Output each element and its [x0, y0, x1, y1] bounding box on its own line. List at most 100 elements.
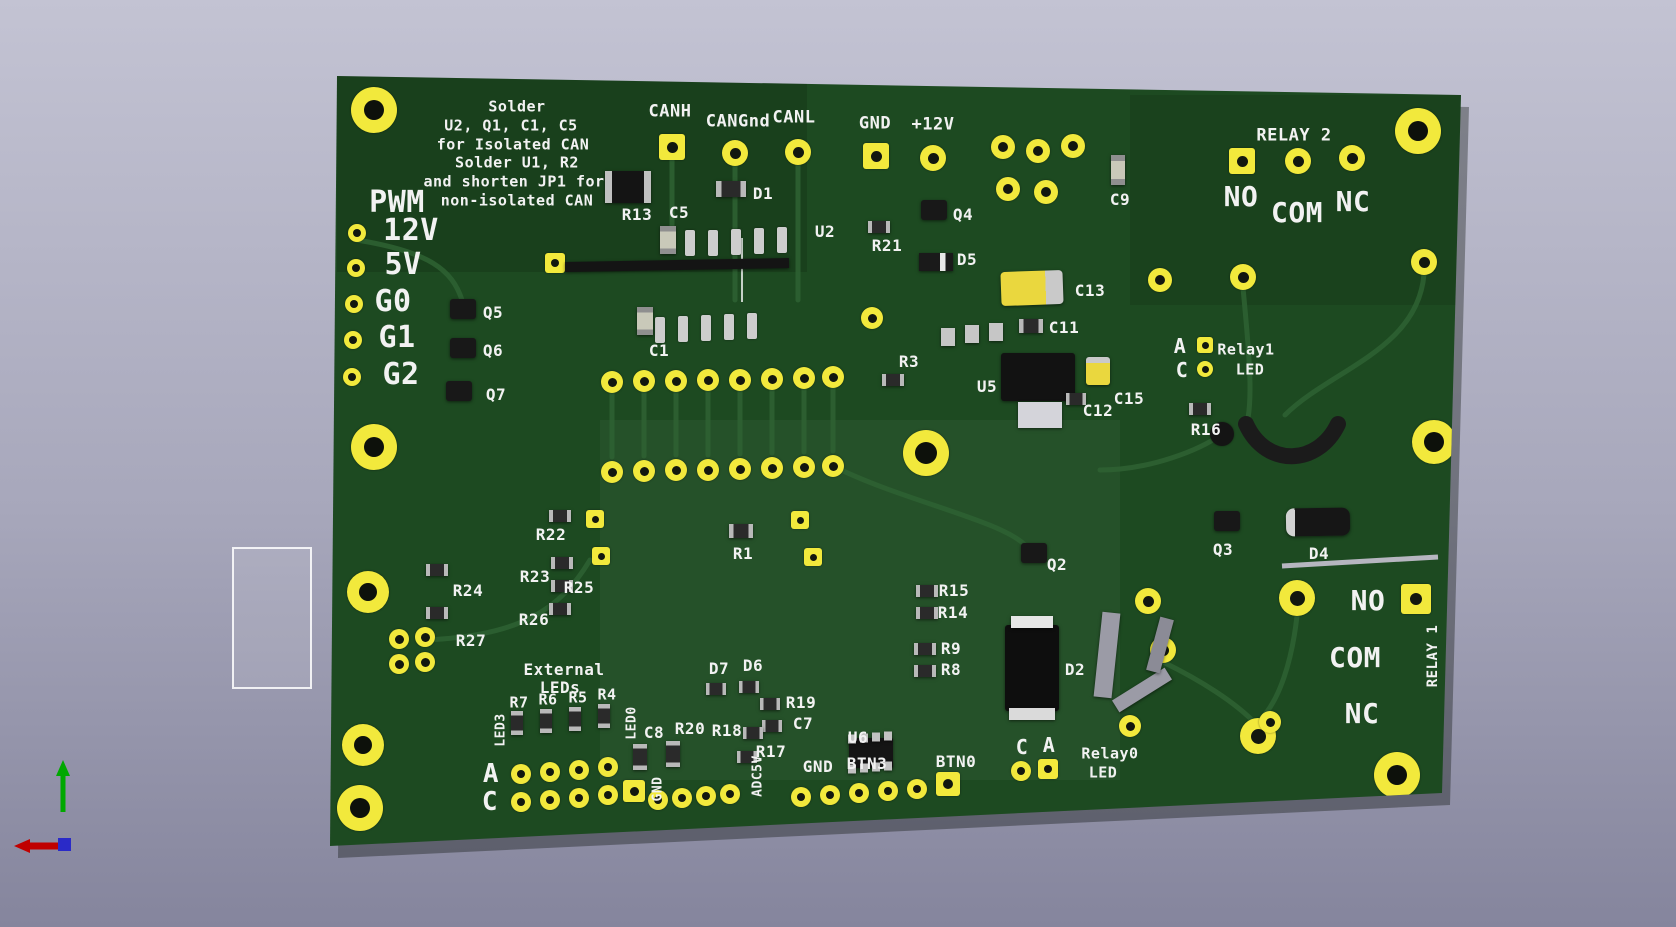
pad-round [907, 779, 927, 799]
drill-hole [350, 300, 358, 308]
pad-round [598, 757, 618, 777]
pad-round [729, 458, 751, 480]
drill-hole [809, 553, 817, 561]
pad-round [861, 307, 883, 329]
pad-round [415, 627, 435, 647]
pad-round [729, 369, 751, 391]
silkscreen-label: C1 [648, 341, 670, 360]
pad-round [696, 786, 716, 806]
silkscreen-label: Relay0 [1081, 744, 1139, 763]
silkscreen-label: COM [1270, 196, 1324, 229]
silkscreen-label: A [1173, 334, 1187, 358]
component-body [1011, 616, 1053, 628]
silkscreen-label: C15 [1113, 389, 1145, 408]
component-body [450, 338, 476, 358]
drill-hole [591, 515, 599, 523]
drill-hole [767, 374, 777, 384]
pad-round [415, 652, 435, 672]
drill-hole [394, 659, 404, 669]
silkscreen-label: for Isolated CAN [436, 135, 590, 154]
component-body [637, 307, 653, 335]
drill-hole [394, 634, 404, 644]
drill-hole [420, 632, 430, 642]
silkscreen-label: C [1175, 358, 1189, 382]
component-body [1009, 708, 1055, 720]
silkscreen-label: R16 [1190, 420, 1222, 439]
silkscreen-label: non-isolated CAN [440, 191, 594, 210]
drill-hole [1201, 341, 1209, 349]
component-body [919, 253, 953, 271]
smd-pad [655, 317, 665, 343]
pad-round [1119, 715, 1141, 737]
component-body [737, 751, 757, 763]
drill-hole [799, 462, 809, 472]
silkscreen-label: R14 [937, 603, 969, 622]
drill-hole [1068, 141, 1078, 151]
component-body [872, 732, 880, 742]
silkscreen-label: NO [1350, 584, 1386, 617]
drill-hole [703, 375, 713, 385]
d4-solder-rail [1281, 554, 1439, 569]
axis-x-arrow [14, 839, 58, 853]
silkscreen-label: A [482, 759, 500, 789]
drill-hole [666, 141, 678, 153]
component-body [921, 200, 947, 220]
axis-indicator [14, 760, 71, 853]
drill-hole [1410, 593, 1422, 605]
silkscreen-label: Q5 [482, 303, 504, 322]
pad-round [722, 140, 748, 166]
pad-round [1011, 761, 1031, 781]
silkscreen-label: R8 [940, 660, 962, 679]
pad-round [511, 792, 531, 812]
silkscreen-label: BTN3 [846, 754, 888, 773]
drill-hole [551, 259, 559, 267]
relay1-footprint-arc [1238, 416, 1346, 465]
smd-pad [708, 230, 718, 256]
silkscreen-label: C9 [1109, 190, 1131, 209]
silkscreen-label: G0 [374, 284, 412, 319]
drill-hole [364, 100, 384, 120]
pad-round [1061, 134, 1085, 158]
pad-square [545, 253, 565, 273]
silkscreen-label: BTN0 [935, 752, 977, 771]
component-body [540, 709, 552, 733]
silkscreen-label: C7 [792, 714, 814, 733]
component-body [860, 733, 868, 743]
pad-round [345, 295, 363, 313]
mounting-hole [351, 424, 397, 470]
silkscreen-label: U6 [847, 728, 869, 747]
pad-round [761, 457, 783, 479]
pad-round [1197, 361, 1213, 377]
drill-hole [353, 229, 361, 237]
drill-hole [729, 147, 741, 159]
silkscreen-label: and shorten JP1 for [423, 172, 605, 191]
drill-hole [1003, 184, 1013, 194]
component-body [916, 585, 938, 597]
silkscreen-label: Q7 [485, 385, 507, 404]
pad-square [863, 143, 889, 169]
drill-hole [797, 793, 805, 801]
component-body [511, 711, 523, 735]
component-body [1111, 155, 1125, 185]
drill-hole [927, 152, 939, 164]
drill-hole [575, 794, 583, 802]
mounting-hole [347, 571, 389, 613]
silkscreen-label: LEDs [539, 678, 581, 697]
pad-round [720, 784, 740, 804]
pad-round [1026, 139, 1050, 163]
silkscreen-label: Q3 [1212, 540, 1234, 559]
drill-hole [359, 583, 377, 601]
component-body [860, 763, 868, 773]
silkscreen-label: R6 [538, 690, 558, 709]
component-body [884, 731, 892, 741]
silkscreen-label: R20 [674, 719, 706, 738]
component-body [941, 328, 955, 346]
component-body [914, 665, 936, 677]
pad-round [569, 760, 589, 780]
pad-square [1197, 337, 1213, 353]
drill-hole [517, 798, 525, 806]
pad-round [1034, 180, 1058, 204]
